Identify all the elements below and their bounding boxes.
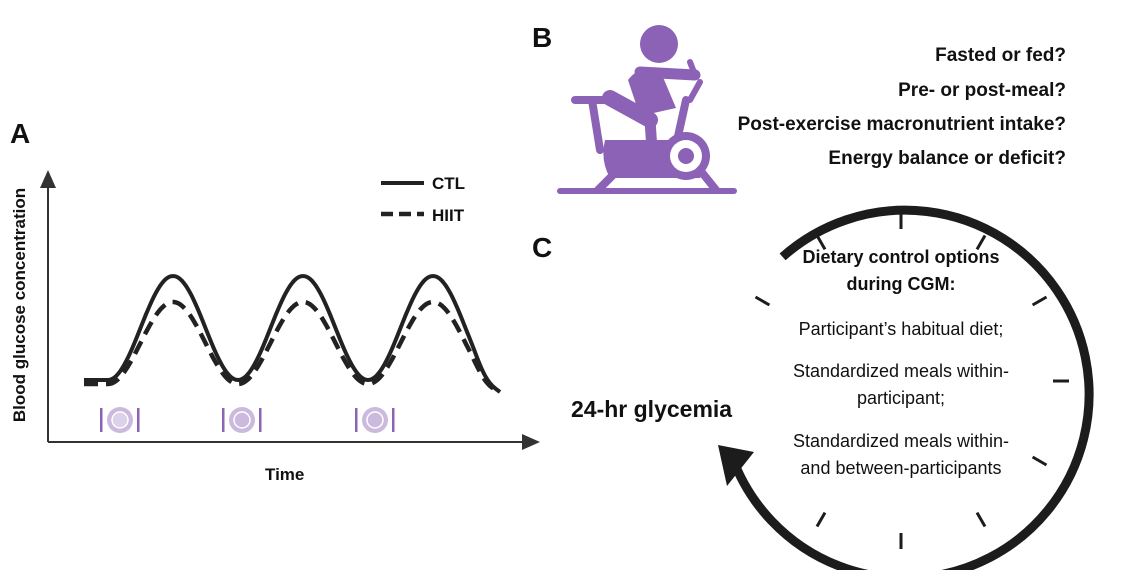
question-pre-or-post-meal: Pre- or post-meal? bbox=[898, 80, 1066, 101]
clock-tick bbox=[1031, 455, 1048, 467]
circular-arrow-clock-icon bbox=[718, 205, 1094, 570]
clock-tick bbox=[975, 234, 987, 251]
clock-ticks bbox=[754, 213, 1069, 549]
question-energy-balance: Energy balance or deficit? bbox=[828, 148, 1066, 169]
clock-tick bbox=[754, 295, 771, 307]
hiit-glucose-curve bbox=[84, 299, 502, 395]
legend-hiit-label: HIIT bbox=[432, 206, 465, 225]
x-axis-label: Time bbox=[265, 465, 305, 484]
panel-a-axes bbox=[40, 170, 540, 450]
question-macronutrient-intake: Post-exercise macronutrient intake? bbox=[737, 114, 1066, 135]
clock-tick bbox=[815, 511, 827, 528]
ctl-glucose-curve bbox=[84, 274, 502, 394]
stationary-cyclist-icon bbox=[557, 25, 737, 194]
clock-tick bbox=[1031, 295, 1048, 307]
meal-icon-1 bbox=[100, 407, 140, 433]
panel-a-letter: A bbox=[10, 118, 31, 149]
y-axis-label: Blood glucose concentration bbox=[10, 187, 29, 423]
clock-ring-arrowhead bbox=[718, 445, 754, 486]
clock-tick bbox=[975, 511, 987, 528]
dietary-control-title: Dietary control options during CGM: bbox=[802, 247, 1000, 294]
option-standardized-within: Standardized meals within-participant; bbox=[792, 361, 1010, 408]
option-standardized-between: Standardized meals within- and between-p… bbox=[792, 431, 1010, 478]
legend-ctl-label: CTL bbox=[432, 174, 466, 193]
panel-b-letter: B bbox=[532, 22, 553, 53]
clock-tick bbox=[815, 234, 827, 251]
meal-icon-3 bbox=[355, 407, 395, 433]
option-habitual-diet: Participant’s habitual diet; bbox=[798, 319, 1004, 339]
panel-c-letter: C bbox=[532, 232, 553, 263]
meal-icon-2 bbox=[222, 407, 262, 433]
cycle-label: 24-hr glycemia bbox=[571, 396, 733, 422]
clock-ring bbox=[728, 205, 1094, 570]
question-fasted-or-fed: Fasted or fed? bbox=[935, 45, 1066, 66]
